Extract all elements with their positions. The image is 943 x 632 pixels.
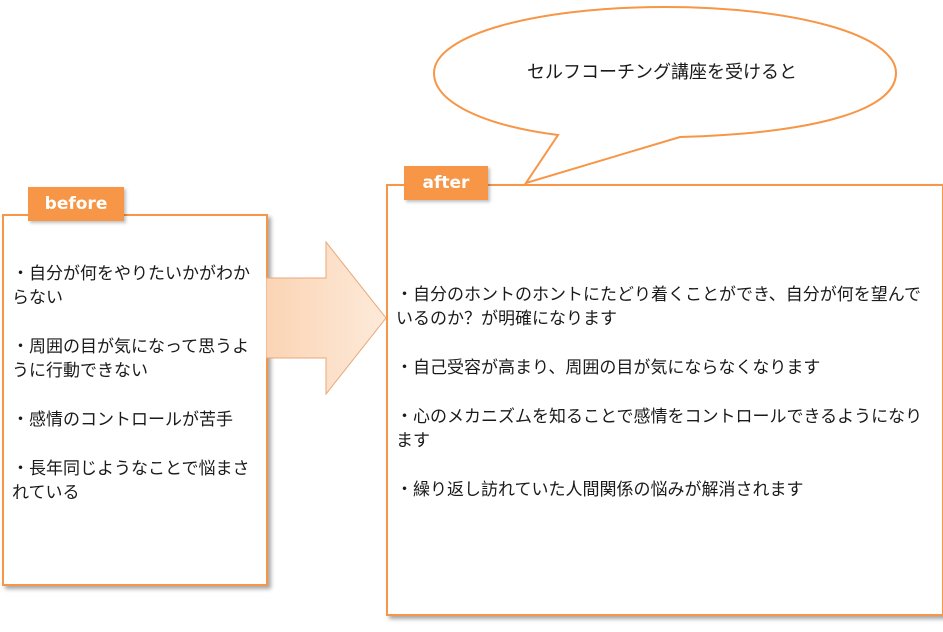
after-item: ・自分のホントのホントにたどり着くことができ、自分が何を望んでいるのか？が明確に… <box>396 285 921 329</box>
after-item: ・繰り返し訪れていた人間関係の悩みが解消されます <box>396 480 804 500</box>
before-item: ・感情のコントロールが苦手 <box>12 410 233 430</box>
after-box <box>386 184 943 616</box>
after-list: ・自分のホントのホントにたどり着くことができ、自分が何を望んでいるのか？が明確に… <box>396 283 930 527</box>
after-item: ・心のメカニズムを知ることで感情をコントロールできるようになります <box>396 407 923 451</box>
after-item: ・自己受容が高まり、周囲の目が気にならなくなります <box>396 358 821 378</box>
before-list: ・自分が何をやりたいかがわからない ・周囲の目が気になって思うように行動できない… <box>12 262 260 530</box>
before-item: ・周囲の目が気になって思うように行動できない <box>12 337 250 381</box>
before-item: ・自分が何をやりたいかがわからない <box>12 264 250 308</box>
speech-bubble-text: セルフコーチング講座を受けると <box>527 62 797 83</box>
before-label: before <box>28 187 124 221</box>
before-box <box>2 214 268 586</box>
after-label: after <box>404 166 488 200</box>
before-item: ・長年同じようなことで悩まされている <box>12 459 250 503</box>
speech-bubble <box>432 5 898 185</box>
right-arrow-icon <box>266 240 387 396</box>
